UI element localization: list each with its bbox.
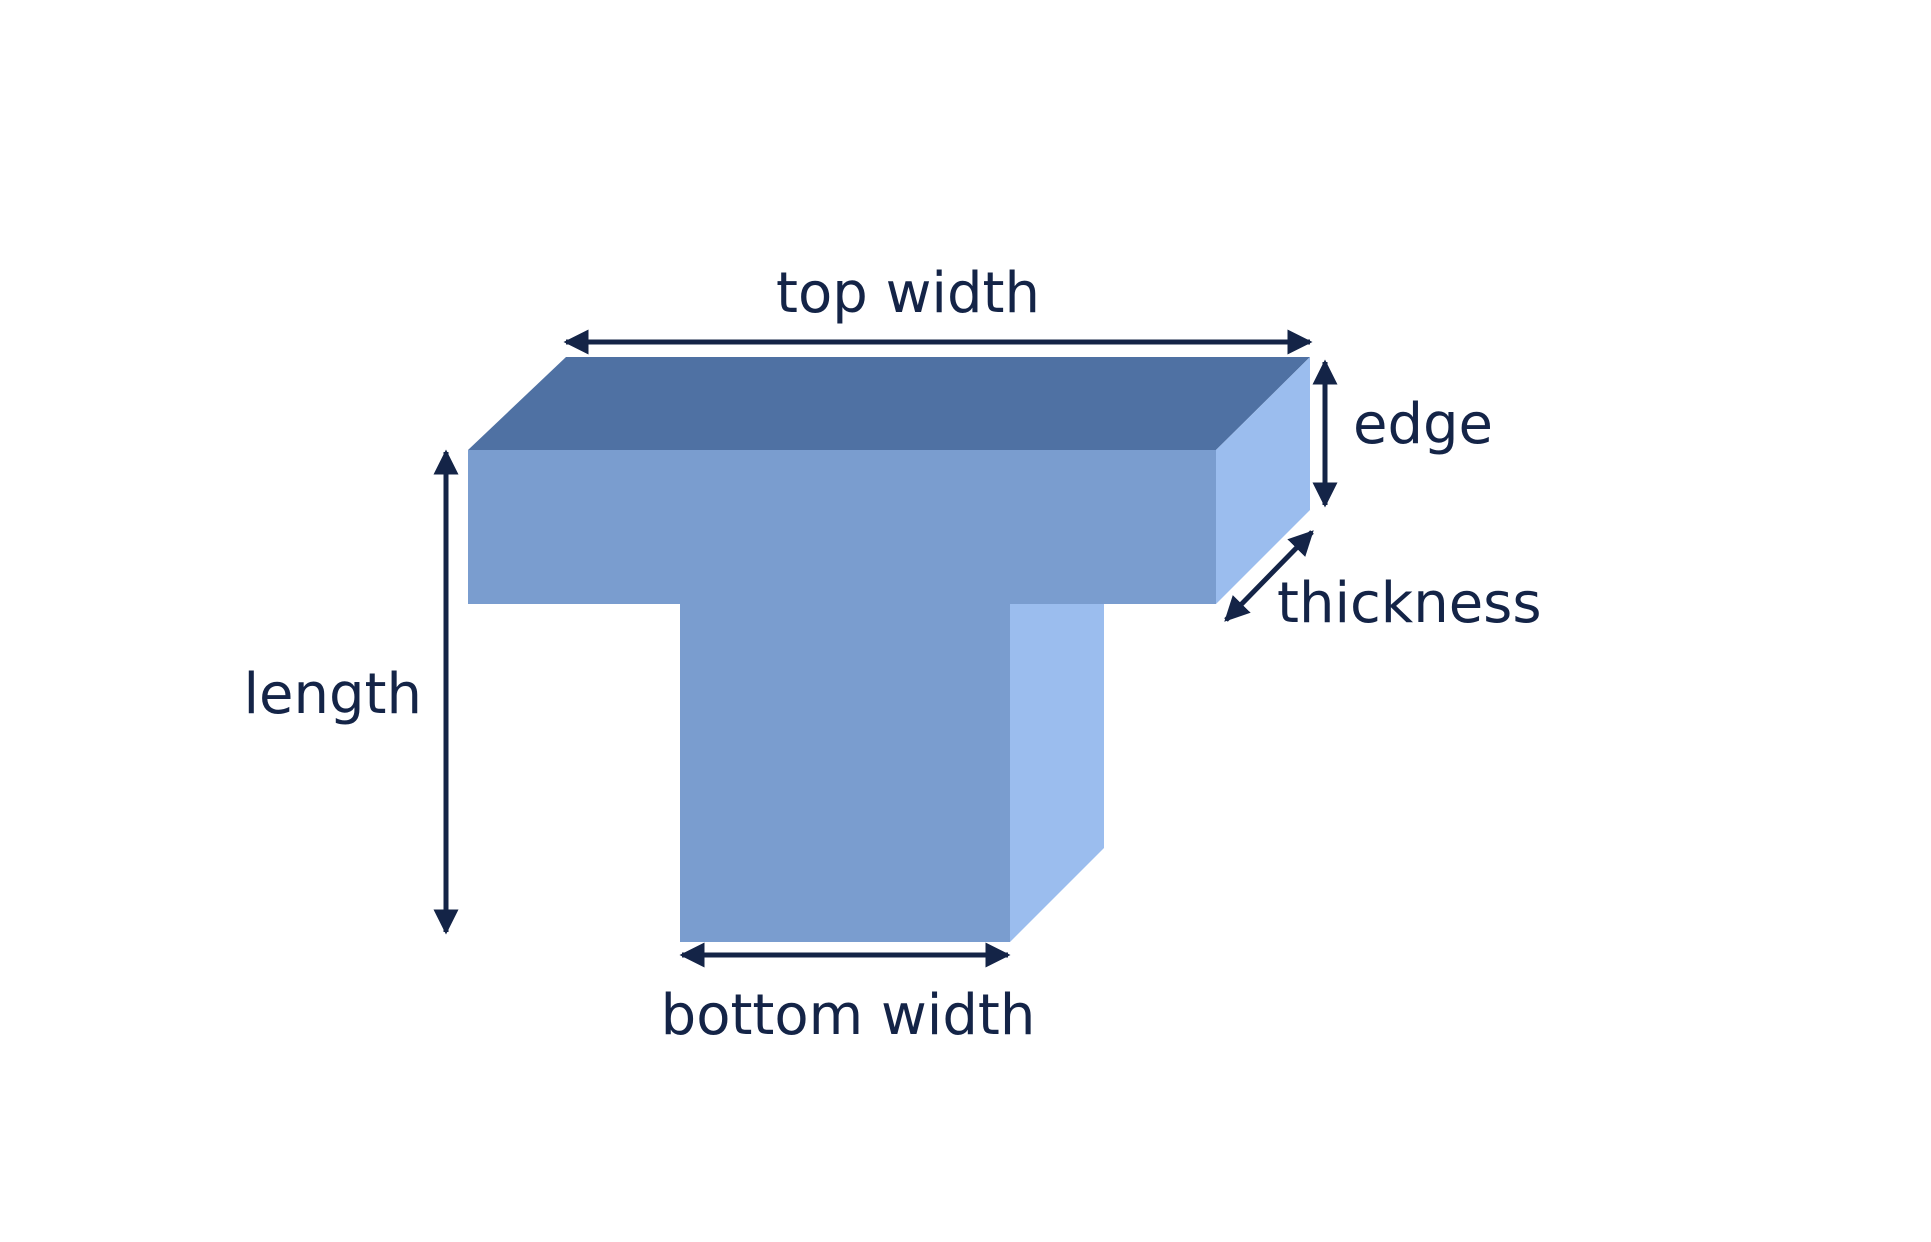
flange-top-face [468, 357, 1310, 450]
dimension-lines [433, 329, 1338, 968]
thickness-dimension-line [1224, 530, 1314, 622]
length-label: length [244, 662, 423, 727]
front-face [468, 450, 1216, 942]
edge-label: edge [1353, 392, 1493, 457]
dimension-labels: top width edge thickness length bottom w… [244, 261, 1542, 1048]
t-beam-shape [468, 357, 1310, 942]
web-side-face [1010, 604, 1104, 942]
bottom-width-label: bottom width [661, 983, 1036, 1048]
thickness-label: thickness [1277, 571, 1542, 636]
top-width-label: top width [776, 261, 1040, 326]
